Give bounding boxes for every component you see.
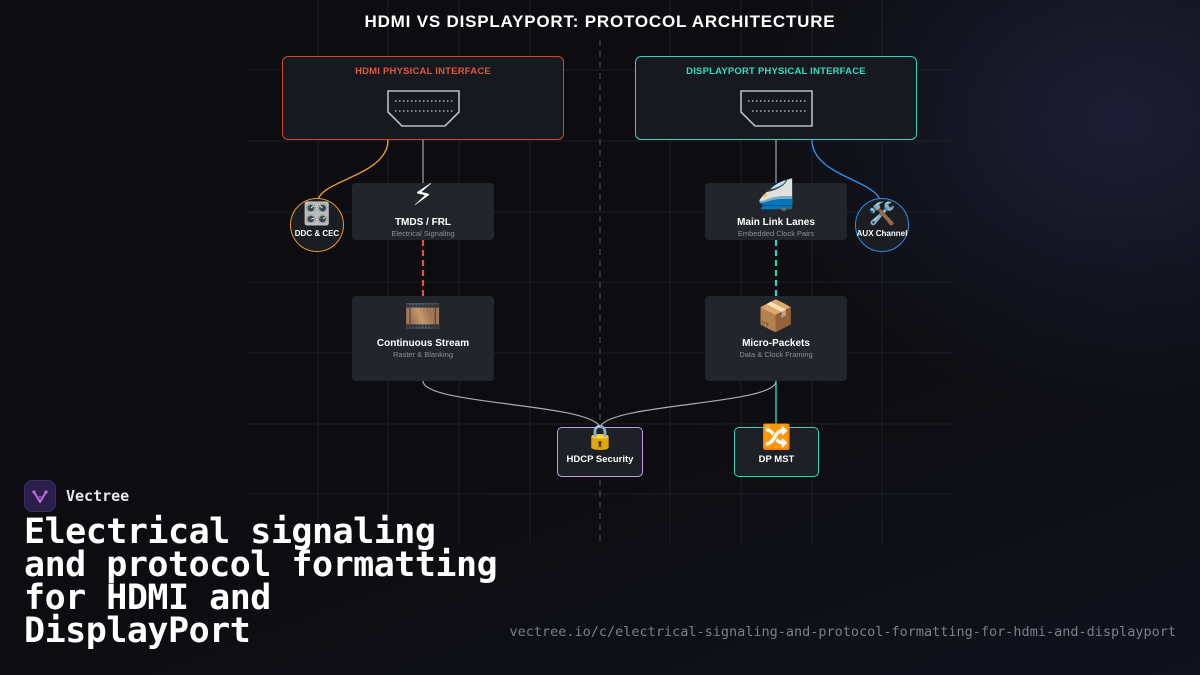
- main-link-lanes-label: Main Link Lanes: [737, 217, 815, 228]
- dp-mst-node: 🔀 DP MST: [734, 424, 819, 477]
- control-knobs-icon: 🎛️: [303, 201, 331, 226]
- hdmi-connector-icon: [387, 90, 460, 127]
- lightning-icon: ⚡: [412, 179, 434, 212]
- brand: Vectree: [24, 479, 129, 513]
- packets-to-hdcp-line: [599, 380, 777, 428]
- continuous-stream-label: Continuous Stream: [376, 338, 470, 349]
- stream-to-hdcp-line: [422, 380, 601, 428]
- package-icon: 📦: [757, 300, 795, 333]
- vectree-logo-icon: [24, 480, 56, 512]
- hdmi-physical-interface: HDMI PHYSICAL INTERFACE: [282, 56, 564, 140]
- tmds-frl-label: TMDS / FRL: [394, 217, 452, 228]
- dp-mst-label: DP MST: [758, 454, 795, 465]
- aux-channel-label: AUX Channel: [856, 229, 908, 238]
- tools-icon: 🛠️: [868, 201, 896, 226]
- headline: Electrical signaling and protocol format…: [24, 512, 498, 651]
- ddc-cec-node: 🎛️ DDC & CEC: [290, 198, 344, 252]
- micro-packets-label: Micro-Packets: [742, 338, 810, 349]
- page-url[interactable]: vectree.io/c/electrical-signaling-and-pr…: [509, 624, 1176, 640]
- connectors: [317, 139, 881, 428]
- lock-icon: 🔒: [585, 424, 615, 451]
- dp-interface-label: DISPLAYPORT PHYSICAL INTERFACE: [686, 66, 866, 77]
- main-link-lanes-node: 🚄 Main Link Lanes Embedded Clock Pairs: [705, 179, 847, 240]
- continuous-stream-sub: Raster & Blanking: [392, 350, 454, 359]
- hdmi-to-ddc-line: [317, 139, 389, 201]
- dp-to-aux-line: [811, 139, 881, 201]
- bullet-train-icon: 🚄: [757, 179, 795, 212]
- main-link-lanes-sub: Embedded Clock Pairs: [737, 229, 815, 238]
- aux-channel-node: 🛠️ AUX Channel: [855, 198, 909, 252]
- micro-packets-node: 📦 Micro-Packets Data & Clock Framing: [705, 296, 847, 381]
- micro-packets-sub: Data & Clock Framing: [739, 350, 813, 359]
- displayport-connector-icon: [740, 90, 813, 127]
- brand-name: Vectree: [66, 487, 130, 505]
- ddc-cec-label: DDC & CEC: [294, 229, 340, 238]
- hdmi-interface-label: HDMI PHYSICAL INTERFACE: [355, 66, 491, 77]
- displayport-physical-interface: DISPLAYPORT PHYSICAL INTERFACE: [635, 56, 917, 140]
- shuffle-icon: 🔀: [761, 424, 792, 451]
- hdcp-security-label: HDCP Security: [566, 454, 634, 465]
- continuous-stream-node: 🎞️ Continuous Stream Raster & Blanking: [352, 296, 494, 381]
- diagram-title: HDMI VS DISPLAYPORT: PROTOCOL ARCHITECTU…: [364, 12, 836, 31]
- film-frames-icon: 🎞️: [404, 300, 442, 333]
- hdcp-security-node: 🔒 HDCP Security: [557, 424, 643, 477]
- tmds-frl-node: ⚡ TMDS / FRL Electrical Signaling: [352, 179, 494, 240]
- tmds-frl-sub: Electrical Signaling: [391, 229, 455, 238]
